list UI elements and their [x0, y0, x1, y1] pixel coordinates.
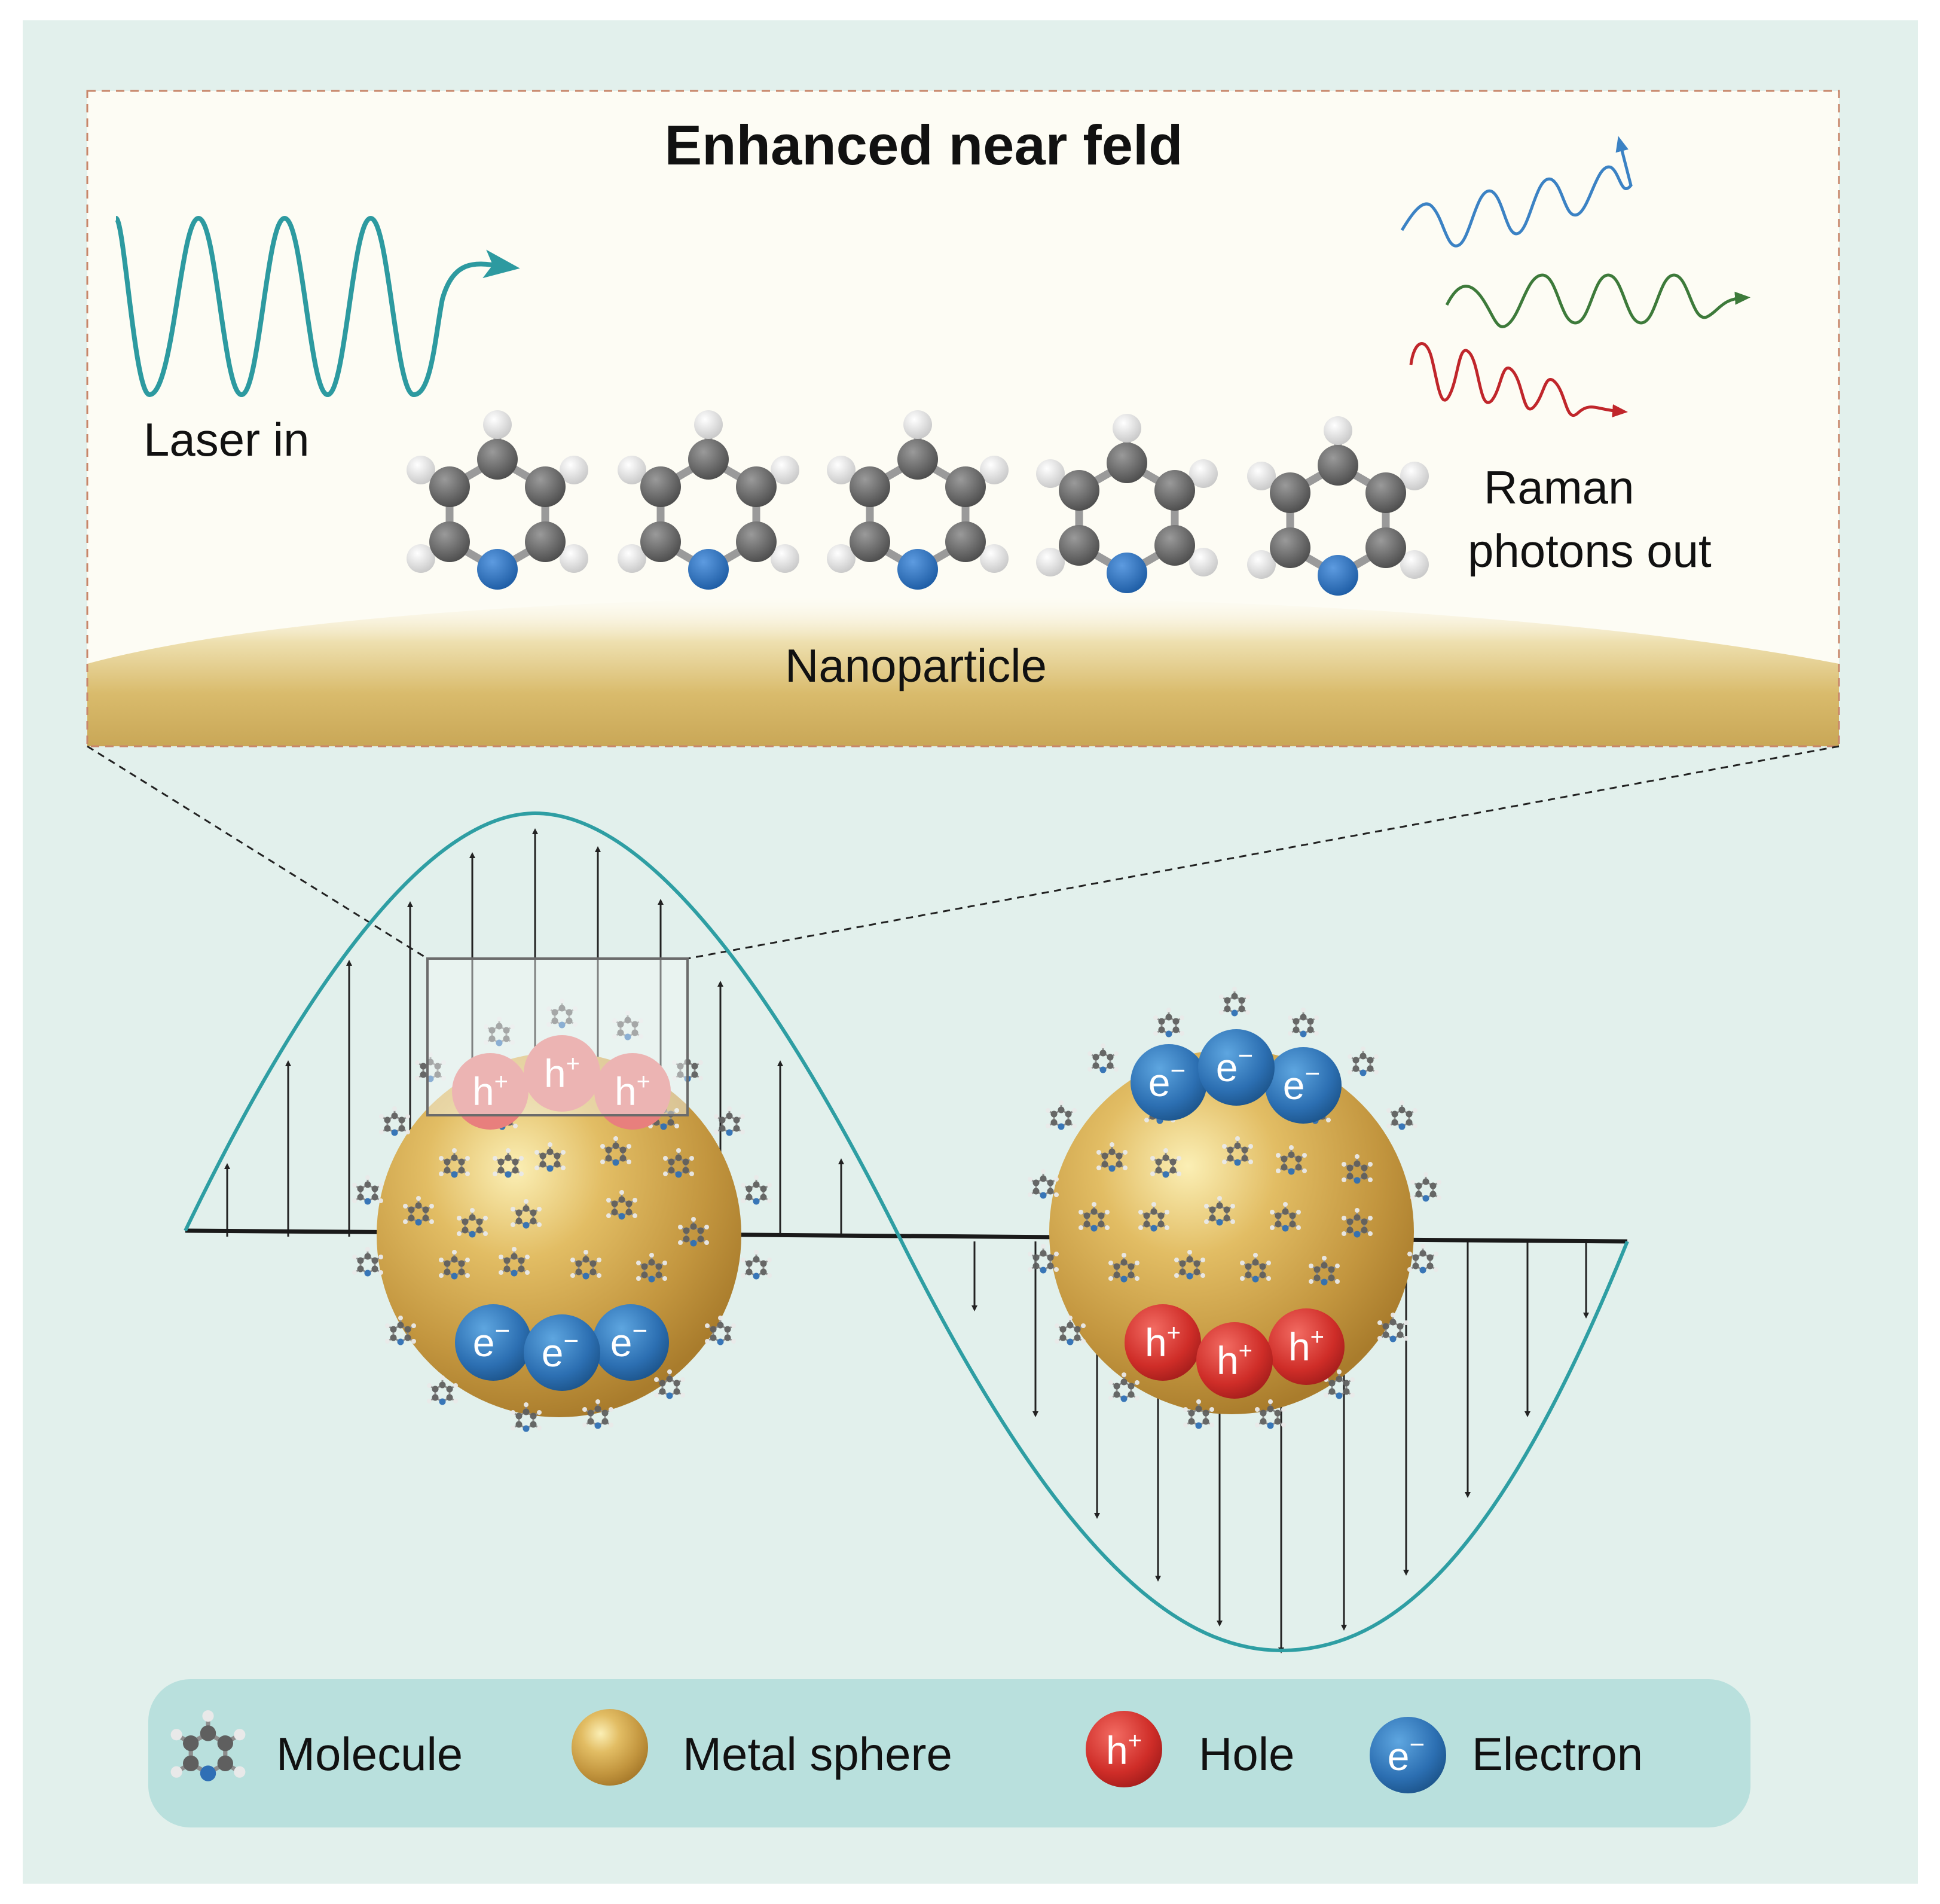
hole-label: h+: [1217, 1338, 1252, 1383]
field-wave: [184, 811, 1629, 1653]
left-electrons: [455, 1304, 669, 1391]
electron-label: e−: [1216, 1041, 1253, 1090]
legend: Molecule Metal sphere h+ Hole e− Electro…: [148, 1679, 1750, 1827]
raman-label-line1: Raman: [1484, 461, 1634, 514]
legend-hole-icon-text: h+: [1106, 1728, 1142, 1772]
legend-molecule-label: Molecule: [276, 1728, 463, 1780]
legend-electron-label: Electron: [1472, 1728, 1643, 1780]
inset-border: [86, 90, 1840, 747]
raman-label-line2: photons out: [1468, 524, 1712, 577]
right-holes: [1125, 1304, 1345, 1399]
legend-metal-sphere-icon: [572, 1709, 648, 1786]
raman-wave-green: [1445, 273, 1750, 328]
charge-labels: h+ h+ h+ e− e− e− e− e− e− h+ h+ h+: [472, 1041, 1324, 1383]
inset-title: Enhanced near feld: [664, 114, 1183, 176]
hole-label: h+: [615, 1069, 650, 1113]
electron-label: e−: [610, 1316, 647, 1365]
hole-label: h+: [472, 1069, 508, 1113]
laser-label: Laser in: [143, 413, 310, 466]
raman-wave-blue: [1400, 136, 1633, 248]
hole-label: h+: [544, 1051, 580, 1096]
right-electrons: [1131, 1029, 1342, 1124]
electron-label: e−: [1283, 1059, 1320, 1107]
nanoparticle-label: Nanoparticle: [785, 639, 1047, 692]
electron-label: e−: [473, 1316, 510, 1365]
electron-label: e−: [542, 1326, 579, 1375]
legend-electron-icon-text: e−: [1388, 1730, 1425, 1778]
legend-metal-sphere-label: Metal sphere: [683, 1728, 952, 1780]
left-metal-sphere: [351, 997, 773, 1433]
legend-box: [148, 1679, 1750, 1827]
legend-electron-icon: [1370, 1717, 1446, 1793]
hole-label: h+: [1288, 1324, 1324, 1369]
zoom-box: [426, 957, 689, 1116]
hole-label: h+: [1145, 1320, 1181, 1365]
legend-hole-label: Hole: [1199, 1728, 1294, 1780]
inset-panel: Enhanced near feld Laser in Raman photon…: [86, 90, 1840, 747]
left-holes: [452, 1035, 671, 1130]
legend-hole-icon: [1086, 1711, 1162, 1787]
nanoparticle-surface: [87, 596, 1839, 746]
zoom-line-left: [87, 745, 428, 960]
right-metal-sphere: [1026, 985, 1443, 1430]
zoom-line-right: [687, 745, 1840, 960]
raman-wave-red: [1409, 342, 1628, 417]
electron-label: e−: [1148, 1056, 1186, 1104]
laser-wave: [114, 215, 520, 398]
